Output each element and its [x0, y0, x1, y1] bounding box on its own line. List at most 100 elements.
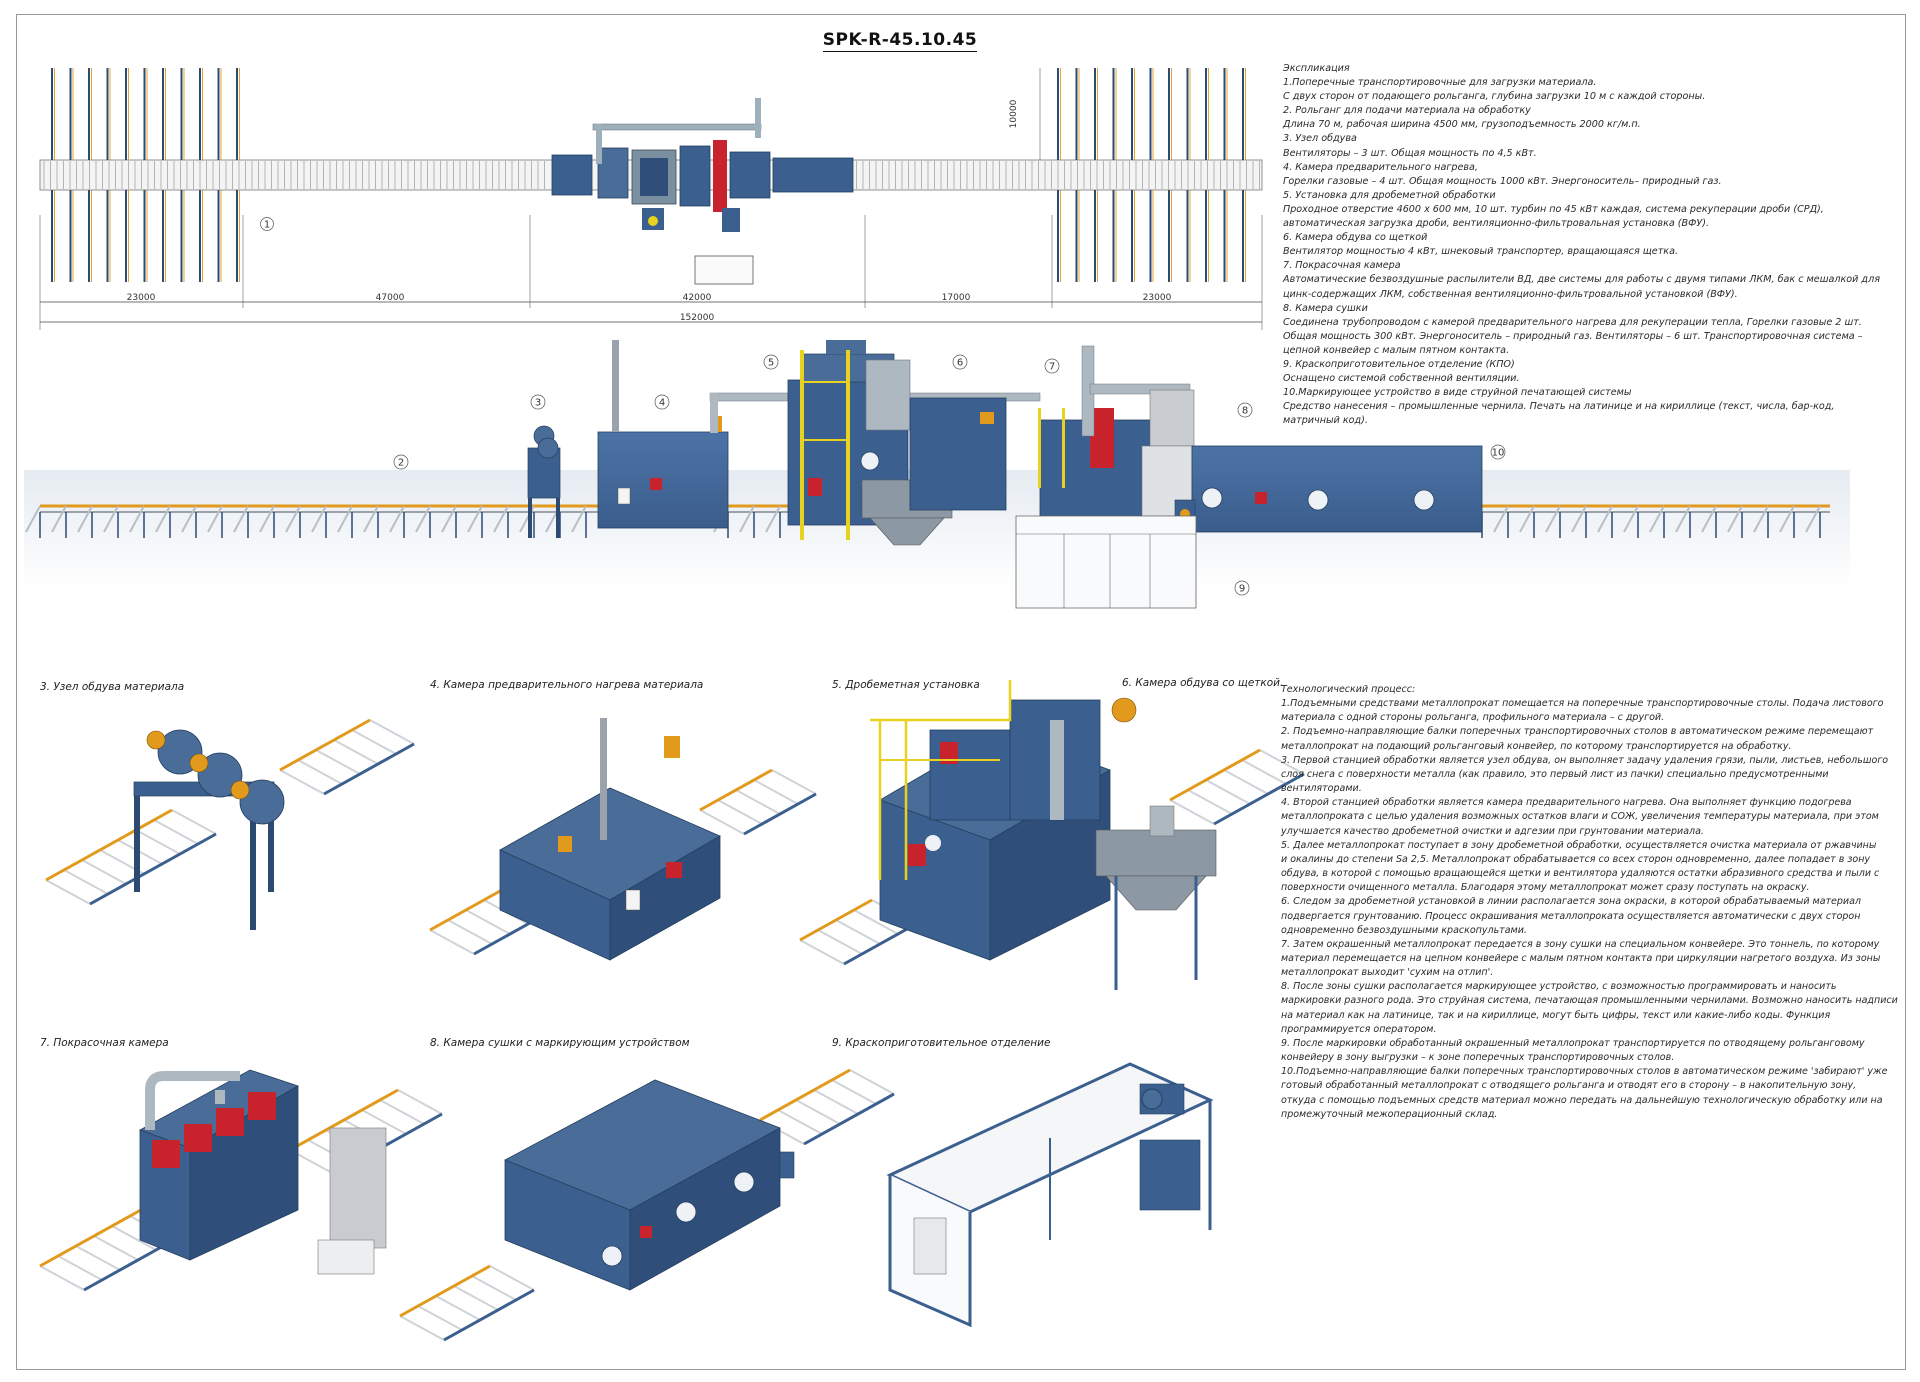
infeed-conveyor-roller: [51, 505, 67, 533]
marker-5-label: 5: [768, 358, 774, 369]
detail-dryer: [399, 1068, 895, 1342]
d3-infeed-roller: [81, 859, 127, 885]
mid-conveyor-roller: [739, 505, 755, 533]
infeed-conveyor-roller: [259, 505, 275, 533]
d8-infeed-roller: [471, 1275, 517, 1301]
outfeed-conveyor-roller: [1623, 505, 1639, 533]
d8-outfeed-roller: [831, 1079, 877, 1105]
explication-line: Оснащено системой собственной вентиляции…: [1283, 373, 1520, 385]
dimension-42000: 42000: [683, 293, 712, 303]
marker-3: [530, 394, 546, 410]
d3-infeed-frame: [89, 832, 217, 906]
d3-infeed-roller: [153, 819, 199, 845]
outfeed-conveyor-roller: [1493, 505, 1509, 533]
process-line: промежуточный межоперационный склад.: [1281, 1108, 1498, 1120]
marker-2: [393, 454, 409, 470]
marker-9: [1234, 580, 1250, 596]
d8-outfeed-roller: [849, 1069, 895, 1095]
d8-infeed-roller: [399, 1315, 445, 1341]
infeed-conveyor-roller: [571, 505, 587, 533]
explication-line: 6. Камера обдува со щеткой: [1283, 232, 1428, 244]
explication-line: 2. Рольганг для подачи материала на обра…: [1283, 105, 1531, 117]
d8-infeed-roller: [489, 1265, 535, 1291]
marker-8: [1237, 402, 1253, 418]
process-line: 1.Подъемными средствами металлопрокат по…: [1281, 698, 1884, 710]
infeed-conveyor-roller: [415, 505, 431, 533]
explication-line: 8. Камера сушки: [1283, 302, 1368, 314]
infeed-conveyor-roller: [285, 505, 301, 533]
marker-7-label: 7: [1049, 362, 1055, 373]
technological-process-text: Технологический процесс: 1.Подъемными сре…: [1281, 683, 1901, 1122]
infeed-conveyor-roller: [363, 505, 379, 533]
explication-line: 5. Установка для дробеметной обработки: [1283, 189, 1496, 201]
process-line: 5. Далее металлопрокат поступает в зону …: [1281, 839, 1877, 851]
process-line: поверхности очищенного металла. Благодар…: [1281, 882, 1810, 894]
d5-infeed-roller: [799, 939, 845, 965]
explication-line: Соединена трубопроводом с камерой предва…: [1283, 316, 1862, 328]
explication-line: Горелки газовые – 4 шт. Общая мощность 1…: [1283, 175, 1722, 187]
d5-outfeed-roller: [1169, 799, 1215, 825]
infeed-conveyor-roller: [389, 505, 405, 533]
process-line: Технологический процесс:: [1281, 684, 1416, 695]
caption-paint-prep: 9. Краскоприготовительное отделение: [832, 1037, 1051, 1049]
plan-paint-prep-room: [694, 255, 754, 285]
d3-infeed-roller: [135, 829, 181, 855]
d5-infeed-roller: [835, 919, 881, 945]
process-line: 6. Следом за дробеметной установкой в ли…: [1281, 896, 1861, 908]
outfeed-conveyor-roller: [1727, 505, 1743, 533]
explication-line: 7. Покрасочная камера: [1283, 260, 1401, 272]
d4-infeed-rail: [429, 888, 503, 932]
infeed-conveyor-roller: [77, 505, 93, 533]
process-line: конвейеру в зону выгрузки – к зоне попер…: [1281, 1052, 1675, 1064]
detail-paint-booth: [39, 1069, 443, 1292]
d5-outfeed-roller: [1223, 769, 1269, 795]
plan-transverse-tables: [51, 68, 1246, 282]
explication-line: цинк-содержащих ЛКМ, собственная вентиля…: [1283, 288, 1738, 300]
process-line: подвергается грунтованию. Процесс окраши…: [1281, 910, 1861, 922]
d8-infeed-roller: [453, 1285, 499, 1311]
explication-line: Экспликация: [1283, 63, 1350, 74]
dimension-47000: 47000: [376, 293, 405, 303]
d5-outfeed-roller: [1205, 779, 1251, 805]
explication-line: 4. Камера предварительного нагрева,: [1283, 161, 1478, 173]
caption-brush-chamber: 6. Камера обдува со щеткой.: [1122, 677, 1284, 689]
process-line: на материал как на латинице, так и на ки…: [1281, 1009, 1831, 1021]
plan-equipment: [551, 98, 854, 285]
plan-marker-1-label: 1: [264, 220, 270, 231]
caption-blowoff: 3. Узел обдува материала: [40, 681, 185, 693]
side-paint-prep-room: [1015, 515, 1197, 609]
outfeed-conveyor-roller: [1805, 505, 1821, 533]
infeed-conveyor-roller: [311, 505, 327, 533]
d4-outfeed-rail: [699, 768, 773, 812]
marker-6: [952, 354, 968, 370]
side-blowoff-unit: [527, 425, 561, 538]
caption-preheat: 4. Камера предварительного нагрева матер…: [430, 679, 704, 691]
marker-4: [654, 394, 670, 410]
explication-line: Средство нанесения – промышленные чернил…: [1283, 401, 1835, 413]
d7-outfeed-rail: [289, 1088, 399, 1152]
side-paint-booth: [1038, 345, 1195, 517]
d3-infeed-roller: [171, 809, 217, 835]
marker-10: [1490, 444, 1506, 460]
d4-outfeed-frame: [743, 792, 817, 836]
explication-line: матричный код).: [1283, 415, 1368, 427]
outfeed-conveyor-roller: [1753, 505, 1769, 533]
explication-line: 1.Поперечные транспортировочные для загр…: [1283, 77, 1597, 89]
marker-6-label: 6: [957, 358, 963, 369]
d7-infeed-roller: [57, 1255, 103, 1281]
d7-infeed-roller: [39, 1265, 85, 1291]
caption-paint-booth: 7. Покрасочная камера: [40, 1037, 169, 1049]
infeed-conveyor-roller: [233, 505, 249, 533]
d3-outfeed-roller: [369, 719, 415, 745]
d7-infeed-rail: [39, 1204, 149, 1268]
process-line: металлопрокат выходит 'сухим на отлип'.: [1281, 967, 1494, 979]
infeed-conveyor-roller: [181, 505, 197, 533]
d8-infeed-frame: [443, 1288, 535, 1342]
d7-outfeed-roller: [379, 1099, 425, 1125]
d3-outfeed-roller: [279, 769, 325, 795]
process-line: готовый обработанный металлопрокат с отв…: [1281, 1080, 1857, 1092]
d3-infeed-roller: [63, 869, 109, 895]
process-line: металлопроката с целью удаления возможны…: [1281, 811, 1879, 823]
